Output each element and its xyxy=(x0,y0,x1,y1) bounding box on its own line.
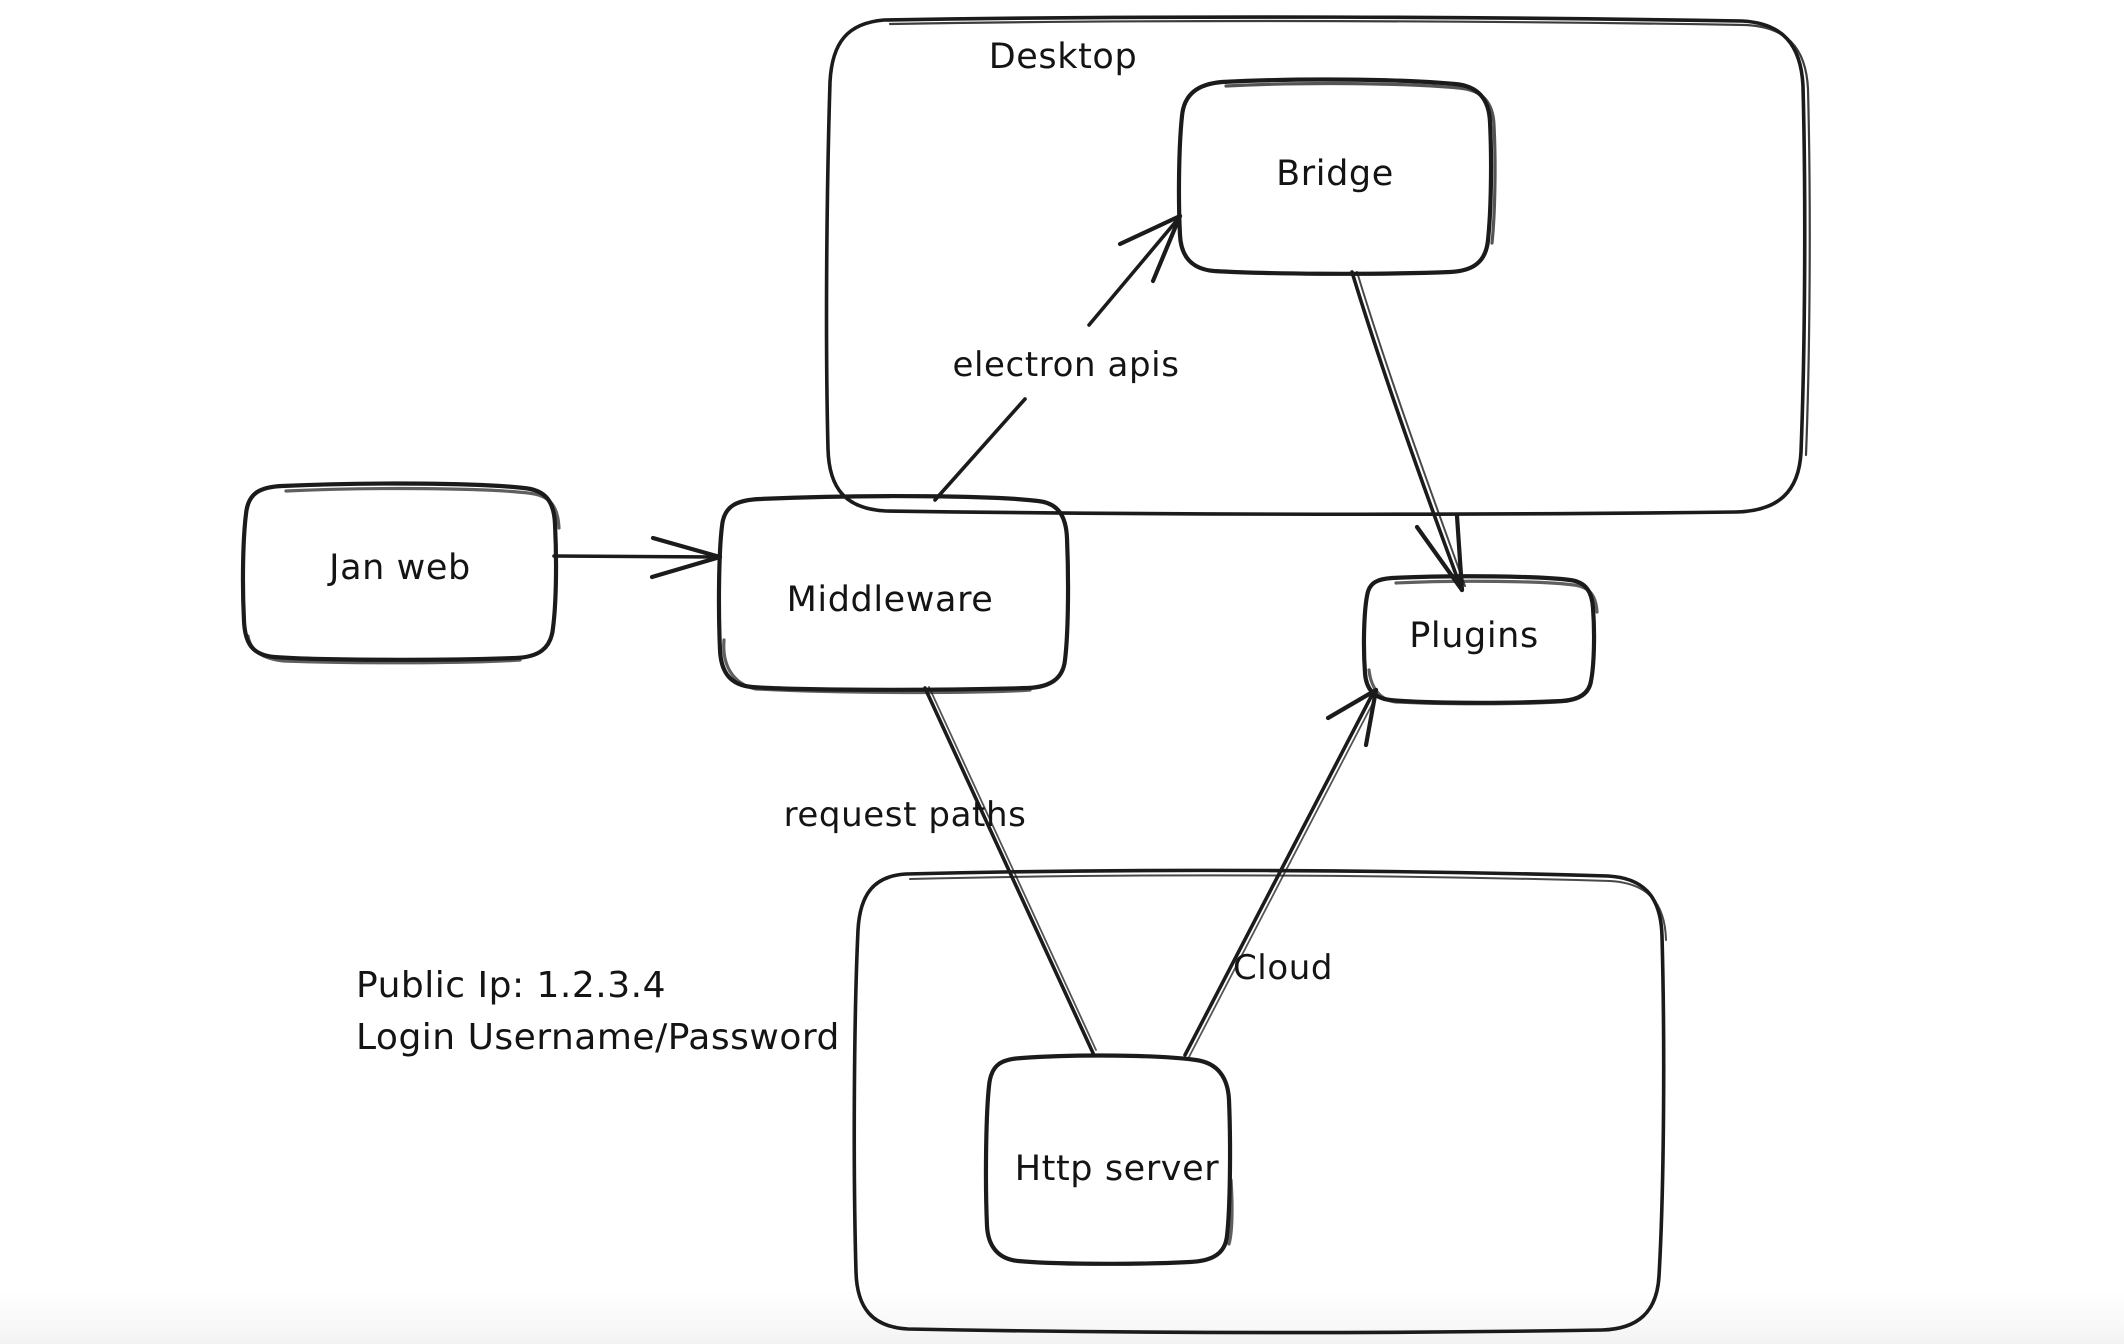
edge-label-cloud: Cloud xyxy=(1232,948,1334,988)
edge-label-request-paths: request paths xyxy=(783,795,1027,835)
node-jan-web-outline xyxy=(240,481,561,665)
note-login-credentials: Login Username/Password xyxy=(356,1017,840,1058)
group-label-desktop: Desktop xyxy=(988,37,1138,77)
node-label-plugins: Plugins xyxy=(1409,616,1539,656)
edge-middleware-to-http-server xyxy=(923,686,1097,1055)
node-bridge-outline xyxy=(1176,77,1497,276)
node-label-bridge: Bridge xyxy=(1276,154,1394,194)
group-desktop-outline xyxy=(824,15,1811,517)
group-cloud-outline xyxy=(852,868,1667,1335)
note-public-ip: Public Ip: 1.2.3.4 xyxy=(356,965,666,1006)
edge-bridge-to-plugins xyxy=(1350,270,1466,593)
edge-middleware-to-bridge xyxy=(933,213,1183,502)
node-label-middleware: Middleware xyxy=(786,580,994,620)
edge-jan-web-to-middleware xyxy=(552,535,723,580)
edge-label-electron-apis: electron apis xyxy=(952,345,1180,385)
node-http-server-outline xyxy=(983,1053,1234,1266)
edge-http-server-to-plugins xyxy=(1183,687,1379,1058)
node-label-jan-web: Jan web xyxy=(329,548,471,588)
node-label-http-server: Http server xyxy=(1014,1149,1220,1189)
node-middleware-outline xyxy=(716,494,1071,695)
